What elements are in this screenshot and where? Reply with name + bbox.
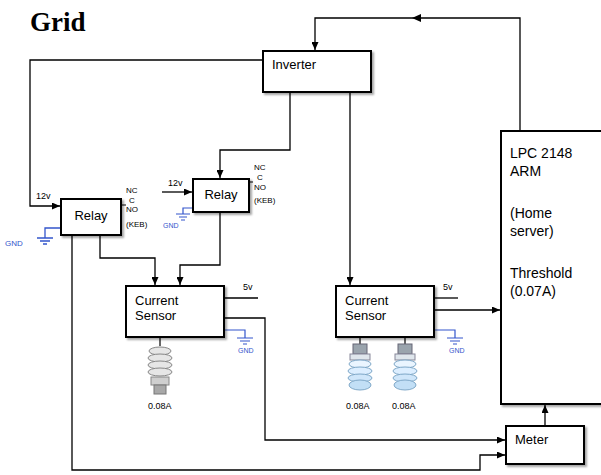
- ground-label: GND: [238, 347, 254, 355]
- ground-symbol: [176, 208, 192, 220]
- ground-label: GND: [5, 240, 23, 249]
- node-text: Inverter: [272, 58, 316, 73]
- meter-box: Meter: [505, 425, 585, 465]
- pin-label: NO: [126, 206, 138, 215]
- ground-symbol: [37, 228, 60, 244]
- diagram-title: Grid: [30, 8, 86, 38]
- signal-wire: [180, 213, 220, 285]
- pin-label: (KEB): [254, 197, 275, 206]
- node-text: Threshold (0.07A): [510, 264, 594, 300]
- relay-box: Relay: [192, 178, 250, 213]
- current-value: 0.08A: [346, 402, 370, 412]
- voltage-label: 12v: [36, 192, 51, 202]
- controller-box: LPC 2148 ARM (Home server) Threshold (0.07…: [500, 130, 601, 405]
- signal-wire: [100, 236, 155, 285]
- ground-symbol: [435, 330, 463, 344]
- inverter-box: Inverter: [262, 50, 372, 93]
- node-text: Relay: [74, 209, 107, 224]
- cfl-bulb: [348, 338, 372, 390]
- node-text: Meter: [515, 433, 548, 448]
- pin-label: NC: [254, 164, 266, 173]
- signal-wire: [435, 309, 500, 310]
- cfl-bulb: [393, 338, 417, 390]
- pin-label: NC: [126, 187, 138, 196]
- current-value: 0.08A: [148, 402, 172, 412]
- ground-symbol: [225, 330, 253, 344]
- current-value: 0.08A: [392, 402, 416, 412]
- signal-wire: [220, 93, 290, 178]
- supply-wire: [435, 297, 458, 298]
- voltage-label: 12v: [168, 179, 183, 189]
- supply-wire: [225, 297, 258, 298]
- sensor-box: Current Sensor: [125, 285, 225, 338]
- node-text: Current Sensor: [135, 294, 215, 324]
- voltage-label: 5v: [443, 283, 453, 293]
- node-text: (Home server): [510, 204, 594, 240]
- signal-wire: [349, 93, 350, 285]
- ground-label: GND: [449, 347, 465, 355]
- node-text: Relay: [204, 188, 237, 203]
- relay-box: Relay: [60, 198, 122, 236]
- ground-label: GND: [163, 222, 179, 230]
- pin-label: C: [129, 197, 135, 206]
- cfl-bulb: [148, 338, 172, 394]
- node-text: LPC 2148 ARM: [510, 144, 594, 180]
- voltage-label: 5v: [243, 283, 253, 293]
- node-text: Current Sensor: [345, 294, 425, 324]
- pin-label: NO: [254, 184, 266, 193]
- pin-label: (KEB): [126, 221, 147, 230]
- signal-wire: [544, 405, 545, 425]
- sensor-box: Current Sensor: [335, 285, 435, 338]
- signal-wire: [72, 236, 505, 470]
- pin-label: C: [257, 174, 263, 183]
- supply-wire: [162, 191, 192, 192]
